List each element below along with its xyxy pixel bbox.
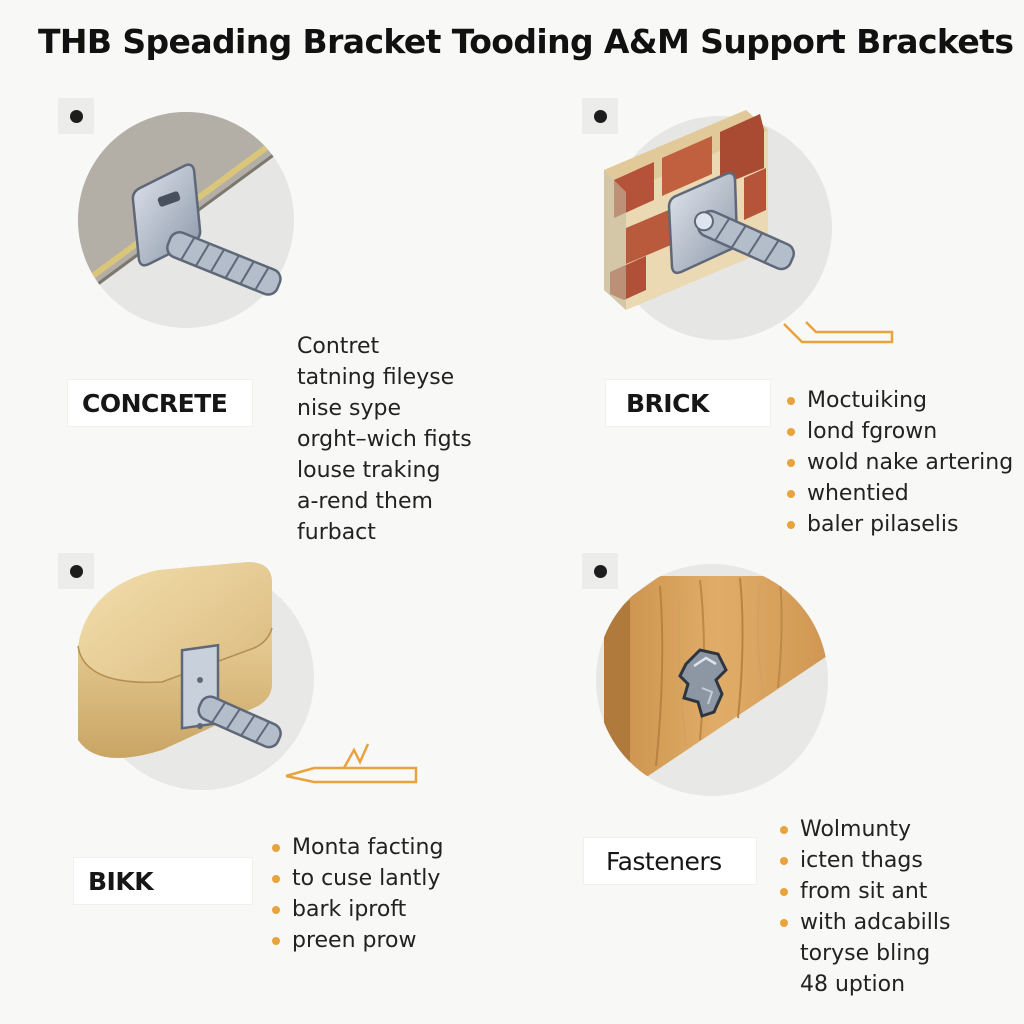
brick-pointer-arrow	[783, 321, 894, 344]
fasteners-bullet-list: Wolmunty icten thags from sit ant with a…	[778, 814, 950, 1000]
fasteners-label-text: Fasteners	[606, 846, 722, 876]
list-item: whentied	[785, 478, 1013, 509]
concrete-description: Contret tatning fileyse nise sype orght–…	[297, 331, 472, 548]
bikk-pointer-arrow	[285, 743, 418, 784]
wood-fastener-icon	[596, 564, 828, 796]
list-item: with adcabills	[778, 907, 950, 938]
bikk-bullet-list: Monta facting to cuse lantly bark iproft…	[270, 832, 443, 956]
page-title: THB Speading Bracket Tooding A&M Support…	[38, 22, 1014, 61]
concrete-line: a-rend them	[297, 489, 433, 514]
list-item: icten thags	[778, 845, 950, 876]
panel-marker-brick	[582, 98, 618, 134]
block-bracket-icon	[77, 562, 314, 790]
bikk-label: BIKK	[74, 858, 252, 904]
bikk-label-text: BIKK	[88, 866, 154, 896]
list-item: from sit ant	[778, 876, 950, 907]
concrete-line: tatning fileyse	[297, 365, 455, 390]
panel-marker-fasteners	[582, 553, 618, 589]
concrete-line: nise sype	[297, 396, 402, 421]
list-item: to cuse lantly	[270, 863, 443, 894]
concrete-bracket-icon	[78, 112, 294, 328]
list-item: toryse bling	[800, 941, 931, 966]
list-item: wold nake artering	[785, 447, 1013, 478]
concrete-line: furbact	[297, 520, 376, 545]
list-item: Monta facting	[270, 832, 443, 863]
concrete-line: Contret	[297, 334, 380, 359]
list-item: lond fgrown	[785, 416, 1013, 447]
concrete-label-text: CONCRETE	[82, 388, 228, 418]
list-item: preen prow	[270, 925, 443, 956]
list-item: baler pilaselis	[785, 509, 1013, 540]
fasteners-label: Fasteners	[584, 838, 756, 884]
brick-label: BRICK	[606, 380, 770, 426]
concrete-line: louse traking	[297, 458, 441, 483]
brick-label-text: BRICK	[626, 388, 709, 418]
panel-marker-bikk	[58, 553, 94, 589]
panel-marker-concrete	[58, 98, 94, 134]
concrete-line: orght–wich figts	[297, 427, 472, 452]
list-item: 48 uption	[800, 972, 906, 997]
brick-bullet-list: Moctuiking lond fgrown wold nake arterin…	[785, 385, 1013, 540]
list-item: Wolmunty	[778, 814, 950, 845]
brick-bracket-icon	[604, 110, 832, 340]
list-item: Moctuiking	[785, 385, 1013, 416]
concrete-label: CONCRETE	[68, 380, 252, 426]
list-item: bark iproft	[270, 894, 443, 925]
